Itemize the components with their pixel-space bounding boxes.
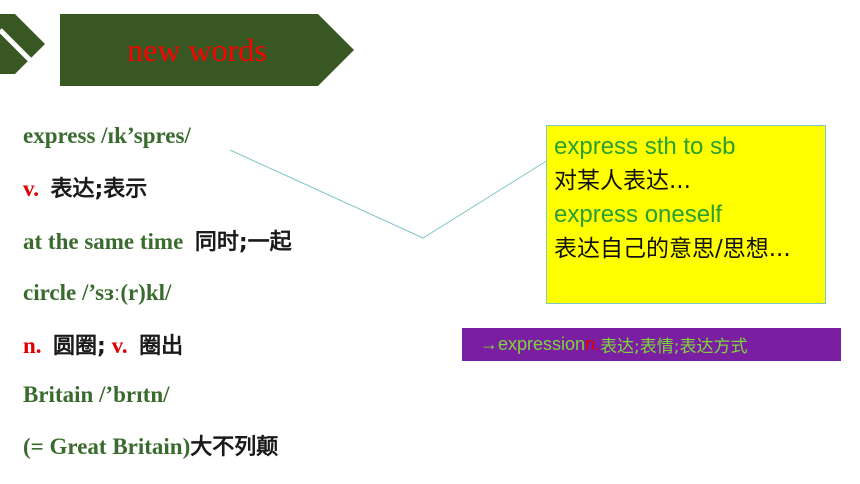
vocab-meaning: 大不列颠 xyxy=(190,435,279,460)
vocab-meaning: 同时;一起 xyxy=(194,230,292,255)
note-phrase-2: express oneself xyxy=(554,201,723,228)
vocab-word: Britain xyxy=(23,382,100,407)
vocab-phonetic: /’sɜː(r)kl/ xyxy=(81,280,172,305)
vocab-circle-meaning: n. 圆圈; v. 圈出 xyxy=(23,332,183,361)
vocab-word: at the same time xyxy=(23,229,190,254)
derivation-box: →expression n.表达;表情;表达方式 xyxy=(462,328,841,361)
vocab-circle: circle /’sɜː(r)kl/ xyxy=(23,279,171,307)
note-meaning-1: 对某人表达... xyxy=(554,168,691,194)
vocab-great-britain: (= Great Britain)大不列颠 xyxy=(23,433,278,462)
part-of-speech-2: v. xyxy=(111,333,128,358)
vocab-phonetic: /’brɪtn/ xyxy=(99,382,170,407)
vocab-word: circle xyxy=(23,280,82,305)
note-meaning-2: 表达自己的意思/思想... xyxy=(554,236,791,262)
note-phrase-1: express sth to sb xyxy=(554,133,736,160)
title-banner xyxy=(60,14,354,86)
vocab-express: express /ɪk’spres/ xyxy=(23,122,191,150)
vocab-meaning: 圆圈; xyxy=(53,334,106,359)
derivation-meaning: 表达;表情;表达方式 xyxy=(600,337,748,357)
vocab-meaning-2: 圈出 xyxy=(139,334,184,359)
usage-note-box: express sth to sb 对某人表达... express onese… xyxy=(546,125,826,304)
vocab-word: express xyxy=(23,123,102,148)
vocab-express-meaning: v. 表达;表示 xyxy=(23,175,147,204)
vocab-phonetic: /ɪk’spres/ xyxy=(101,123,191,148)
page-title: new words xyxy=(127,32,267,68)
vocab-word: (= Great Britain) xyxy=(23,434,191,459)
corner-chevron-shape xyxy=(0,14,45,74)
vocab-meaning: 表达;表示 xyxy=(50,177,148,202)
vocab-at-the-same-time: at the same time 同时;一起 xyxy=(23,228,292,257)
vocab-britain: Britain /’brɪtn/ xyxy=(23,381,170,409)
part-of-speech: v. xyxy=(23,176,39,201)
part-of-speech: n. xyxy=(23,333,42,358)
derivation-word: →expression xyxy=(480,334,586,354)
derivation-pos: n. xyxy=(585,334,601,354)
